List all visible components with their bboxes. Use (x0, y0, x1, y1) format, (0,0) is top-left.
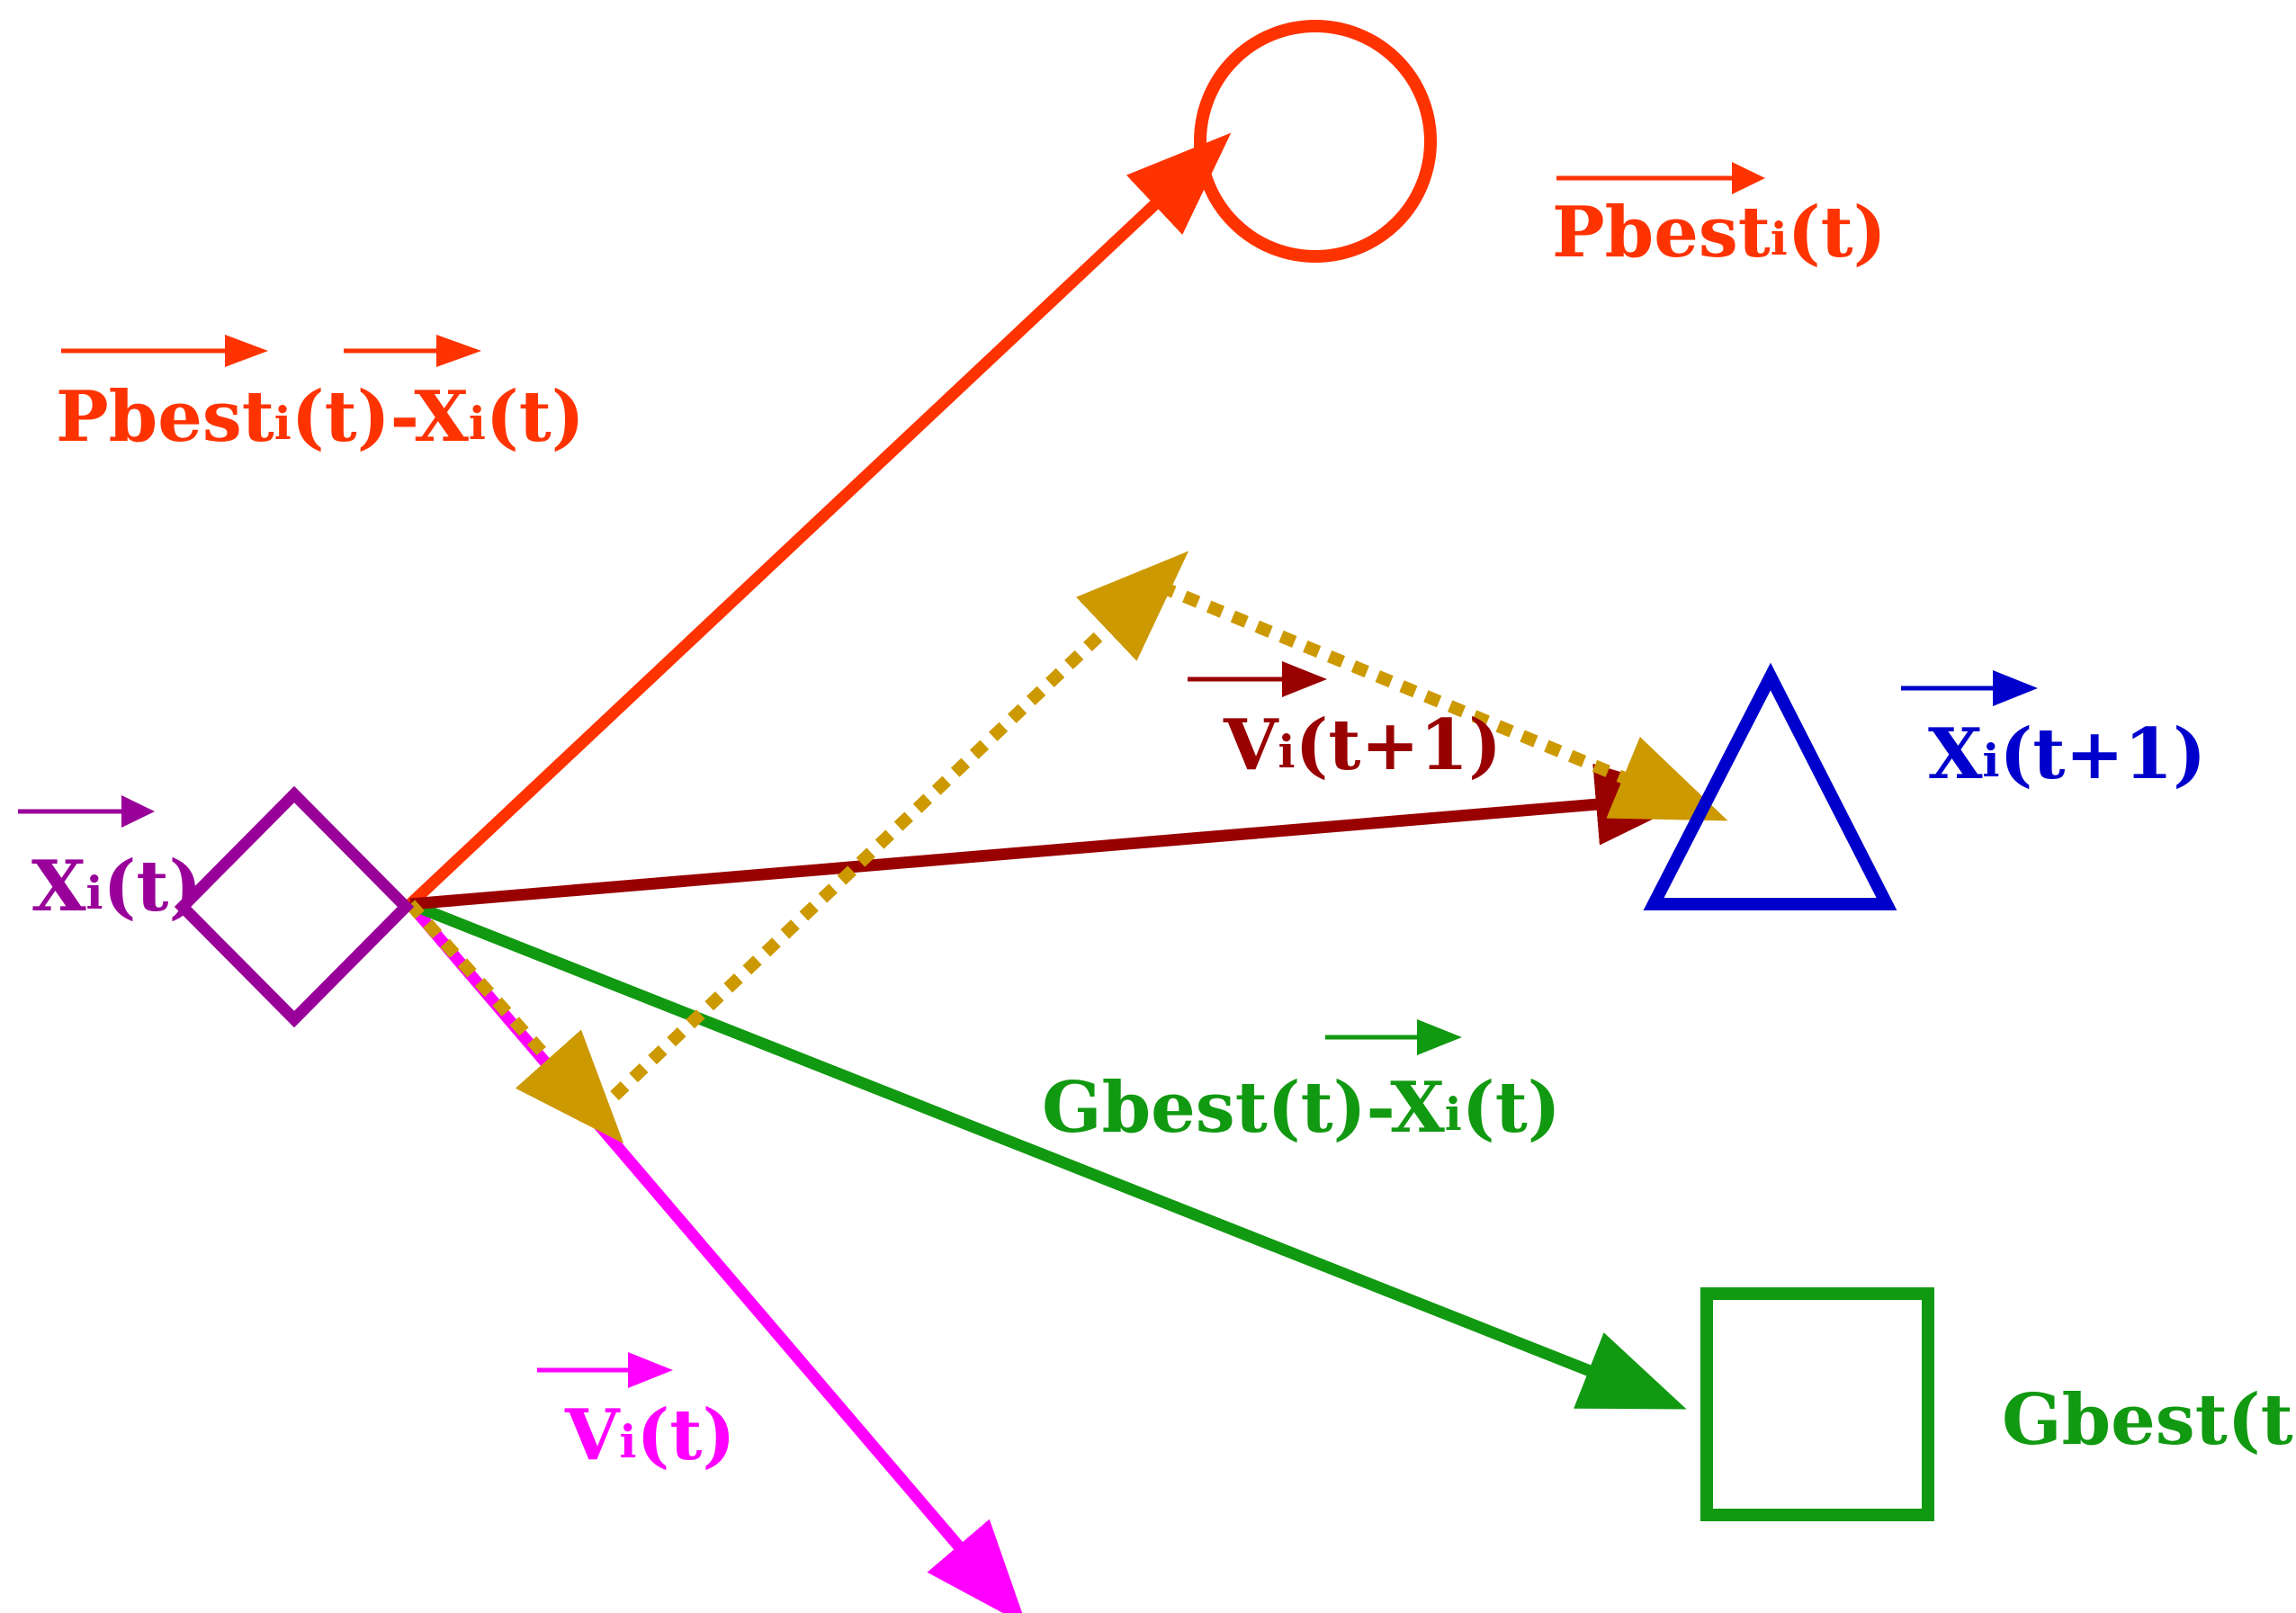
label-vi-t1: Vi(t+1) (1223, 704, 1502, 786)
vi-t1-arrow (409, 763, 1701, 910)
xi-t1-vector-mark (1901, 670, 2038, 706)
dotted-inertia-arrow (405, 900, 624, 1144)
label-vi-t: Vi(t) (564, 1394, 735, 1476)
global-best-square (1700, 1287, 1934, 1521)
pbest-minus-xi-arrow (406, 132, 1232, 909)
label-xi-t1: Xi(t+1) (1928, 713, 2206, 795)
gbest-minus-xi-vector-mark (1325, 1019, 1462, 1055)
label-gbest: Gbest(t) (2002, 1379, 2296, 1461)
label-gbest-minus-xi: Gbest(t)-Xi(t) (1042, 1067, 1561, 1149)
personal-best-circle (1194, 20, 1437, 263)
xi-t-vector-mark (18, 795, 155, 828)
pbest-minus-xi-vector-mark-2 (344, 335, 481, 367)
current-position-diamond (174, 785, 415, 1028)
gbest-minus-xi-arrow (408, 898, 1687, 1410)
label-pbest-minus-xi: Pbesti(t)-Xi(t) (56, 376, 585, 458)
label-pbest: Pbesti(t) (1552, 192, 1887, 273)
pbest-minus-xi-vector-mark-1 (61, 335, 268, 367)
pbest-vector-mark (1556, 162, 1765, 194)
next-position-triangle (1643, 662, 1897, 910)
vi-t1-vector-mark (1188, 661, 1327, 697)
dotted-cognitive-arrow (591, 551, 1189, 1119)
vi-t-vector-mark (537, 1352, 673, 1388)
label-xi-t: Xi(t) (31, 846, 202, 927)
dotted-social-arrow (1158, 580, 1728, 821)
